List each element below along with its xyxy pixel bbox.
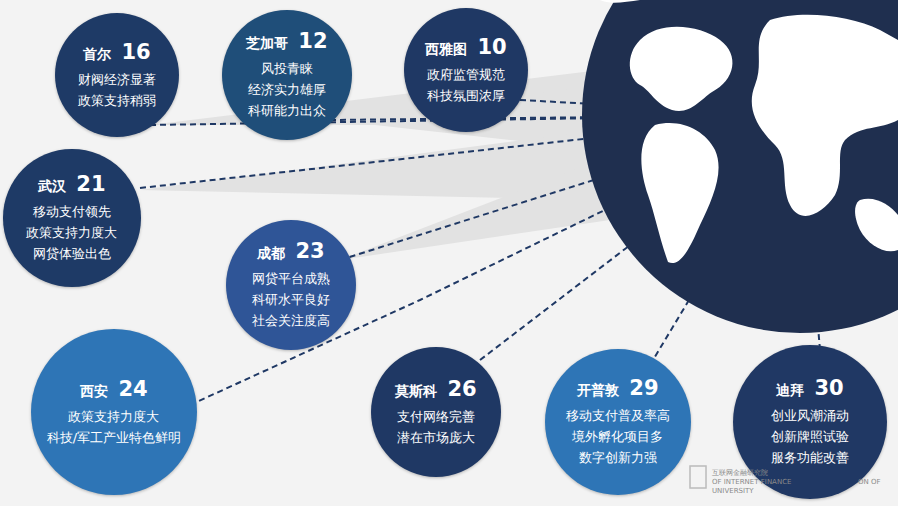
rank-number: 26 bbox=[447, 377, 476, 401]
circle-content: 莫斯科 26 支付网络完善潜在市场庞大 bbox=[395, 377, 476, 448]
feature-text: 潜在市场庞大 bbox=[397, 427, 475, 448]
circle-heading: 首尔 16 bbox=[83, 40, 150, 64]
watermark-logo bbox=[690, 466, 706, 488]
rank-number: 10 bbox=[477, 35, 506, 59]
continent bbox=[752, 15, 898, 216]
light-beam bbox=[340, 160, 610, 260]
city-circle: 西雅图 10 政府监管规范科技氛围浓厚 bbox=[404, 8, 528, 132]
feature-text: 科技氛围浓厚 bbox=[427, 85, 505, 106]
watermark-text: ON OF bbox=[858, 478, 881, 486]
feature-text: 政府监管规范 bbox=[427, 64, 505, 85]
feature-text: 移动支付领先 bbox=[33, 201, 111, 222]
rank-number: 12 bbox=[298, 29, 327, 53]
city-circle: 成都 23 网贷平台成熟科研水平良好社会关注度高 bbox=[226, 220, 356, 350]
feature-text: 境外孵化项目多 bbox=[572, 426, 663, 447]
city-circle: 莫斯科 26 支付网络完善潜在市场庞大 bbox=[371, 347, 501, 477]
circle-heading: 迪拜 30 bbox=[776, 376, 843, 400]
watermark-text: OF INTERNET FINANCE bbox=[712, 478, 791, 486]
globe bbox=[582, 0, 898, 333]
circle-content: 武汉 21 移动支付领先政策支持力度大网贷体验出色 bbox=[26, 172, 117, 264]
city-circle: 西安 24 政策支持力度大科技/军工产业特色鲜明 bbox=[31, 329, 197, 495]
feature-text: 政策支持稍弱 bbox=[78, 90, 156, 111]
watermark-text: UNIVERSITY bbox=[712, 487, 754, 495]
rank-number: 23 bbox=[295, 239, 324, 263]
logo-mark bbox=[690, 466, 706, 488]
city-name: 迪拜 bbox=[776, 382, 804, 400]
city-name: 莫斯科 bbox=[395, 383, 437, 401]
feature-text: 数字创新力强 bbox=[579, 447, 657, 468]
feature-text: 经济实力雄厚 bbox=[248, 79, 326, 100]
feature-text: 政策支持力度大 bbox=[68, 406, 159, 427]
feature-text: 创业风潮涌动 bbox=[771, 405, 849, 426]
feature-text: 科技/军工产业特色鲜明 bbox=[47, 427, 181, 448]
city-name: 武汉 bbox=[38, 178, 66, 196]
city-circle: 芝加哥 12 风投青睐经济实力雄厚科研能力出众 bbox=[222, 10, 353, 141]
feature-text: 科研能力出众 bbox=[248, 100, 326, 121]
feature-text: 政策支持力度大 bbox=[26, 222, 117, 243]
feature-text: 科研水平良好 bbox=[252, 289, 330, 310]
city-name: 成都 bbox=[257, 245, 285, 263]
city-name: 西雅图 bbox=[425, 41, 467, 59]
circle-heading: 莫斯科 26 bbox=[395, 377, 476, 401]
continent bbox=[855, 199, 898, 252]
feature-text: 创新牌照试验 bbox=[771, 426, 849, 447]
feature-text: 支付网络完善 bbox=[397, 406, 475, 427]
circle-heading: 西雅图 10 bbox=[425, 35, 506, 59]
rank-number: 16 bbox=[121, 40, 150, 64]
circle-content: 迪拜 30 创业风潮涌动创新牌照试验服务功能改善 bbox=[771, 376, 849, 468]
city-circle: 武汉 21 移动支付领先政策支持力度大网贷体验出色 bbox=[3, 149, 140, 286]
rank-number: 29 bbox=[629, 376, 658, 400]
feature-text: 网贷平台成熟 bbox=[252, 268, 330, 289]
continent bbox=[630, 27, 733, 111]
feature-text: 网贷体验出色 bbox=[33, 243, 111, 264]
circle-heading: 成都 23 bbox=[257, 239, 324, 263]
feature-text: 风投青睐 bbox=[261, 58, 313, 79]
circle-content: 芝加哥 12 风投青睐经济实力雄厚科研能力出众 bbox=[246, 29, 327, 121]
city-name: 西安 bbox=[80, 383, 108, 401]
circle-content: 首尔 16 财阀经济显著政策支持稍弱 bbox=[78, 40, 156, 111]
watermark-text: 互联网金融研究院 bbox=[712, 468, 768, 478]
city-name: 芝加哥 bbox=[246, 35, 288, 53]
city-name: 首尔 bbox=[83, 46, 111, 64]
circle-content: 西安 24 政策支持力度大科技/军工产业特色鲜明 bbox=[47, 377, 181, 448]
globe-sphere bbox=[582, 0, 898, 333]
city-circle: 开普敦 29 移动支付普及率高境外孵化项目多数字创新力强 bbox=[545, 349, 692, 496]
circle-heading: 芝加哥 12 bbox=[246, 29, 327, 53]
city-circle: 首尔 16 财阀经济显著政策支持稍弱 bbox=[55, 13, 179, 137]
feature-text: 服务功能改善 bbox=[771, 447, 849, 468]
continent bbox=[600, 0, 640, 3]
circle-heading: 开普敦 29 bbox=[577, 376, 658, 400]
rank-number: 21 bbox=[76, 172, 105, 196]
circle-content: 开普敦 29 移动支付普及率高境外孵化项目多数字创新力强 bbox=[566, 376, 670, 468]
continent bbox=[641, 123, 718, 263]
feature-text: 财阀经济显著 bbox=[78, 69, 156, 90]
feature-text: 移动支付普及率高 bbox=[566, 405, 670, 426]
circle-heading: 西安 24 bbox=[80, 377, 147, 401]
circle-content: 西雅图 10 政府监管规范科技氛围浓厚 bbox=[425, 35, 506, 106]
feature-text: 社会关注度高 bbox=[252, 310, 330, 331]
rank-number: 24 bbox=[118, 377, 147, 401]
light-beam bbox=[140, 70, 610, 260]
circle-content: 成都 23 网贷平台成熟科研水平良好社会关注度高 bbox=[252, 239, 330, 331]
circle-heading: 武汉 21 bbox=[38, 172, 105, 196]
city-name: 开普敦 bbox=[577, 382, 619, 400]
rank-number: 30 bbox=[814, 376, 843, 400]
